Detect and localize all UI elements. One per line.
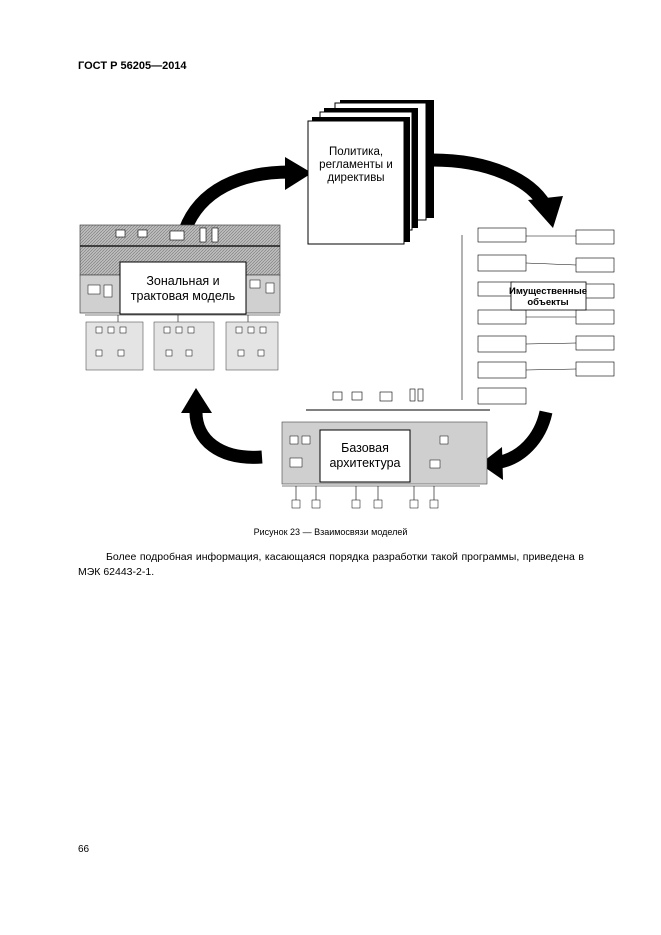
base-architecture-diagram: Базовая архитектура: [281, 388, 490, 509]
figure-caption: Рисунок 23 — Взаимосвязи моделей: [253, 527, 408, 537]
document-header: ГОСТ Р 56205—2014: [78, 60, 187, 72]
asset-model-diagram: Имущественные объекты: [461, 227, 615, 405]
arrow-policy-to-assets: [431, 153, 551, 209]
base-label-line-2: архитектура: [329, 456, 400, 470]
models-relationship-figure: Политика, регламенты и директивы: [79, 100, 615, 509]
body-paragraph: Более подробная информация, касающаяся п…: [78, 551, 584, 578]
arrow-assets-to-base: [498, 410, 553, 469]
zone-label-line-2: трактовая модель: [131, 289, 235, 303]
policy-document-stack: Политика, регламенты и директивы: [307, 100, 434, 245]
policy-label-line-3: директивы: [327, 172, 384, 184]
arrow-base-to-zone: [189, 409, 263, 464]
assets-label-line-2: объекты: [527, 297, 568, 308]
arrow-head-assets: [528, 196, 563, 228]
zone-label-line-1: Зональная и: [146, 274, 219, 288]
cycle-arrows: [178, 153, 563, 480]
arrow-head-zone: [181, 388, 212, 413]
zone-model-diagram: Зональная и трактовая модель: [79, 224, 281, 371]
base-label-line-1: Базовая: [341, 441, 389, 455]
arrow-zone-to-policy: [178, 165, 291, 233]
assets-label-line-1: Имущественные: [509, 286, 587, 297]
policy-label-line-2: регламенты и: [319, 159, 393, 171]
arrow-head-policy: [285, 157, 312, 190]
arrow-head-base: [480, 447, 503, 480]
page-number: 66: [78, 844, 90, 855]
policy-label-line-1: Политика,: [329, 146, 383, 158]
